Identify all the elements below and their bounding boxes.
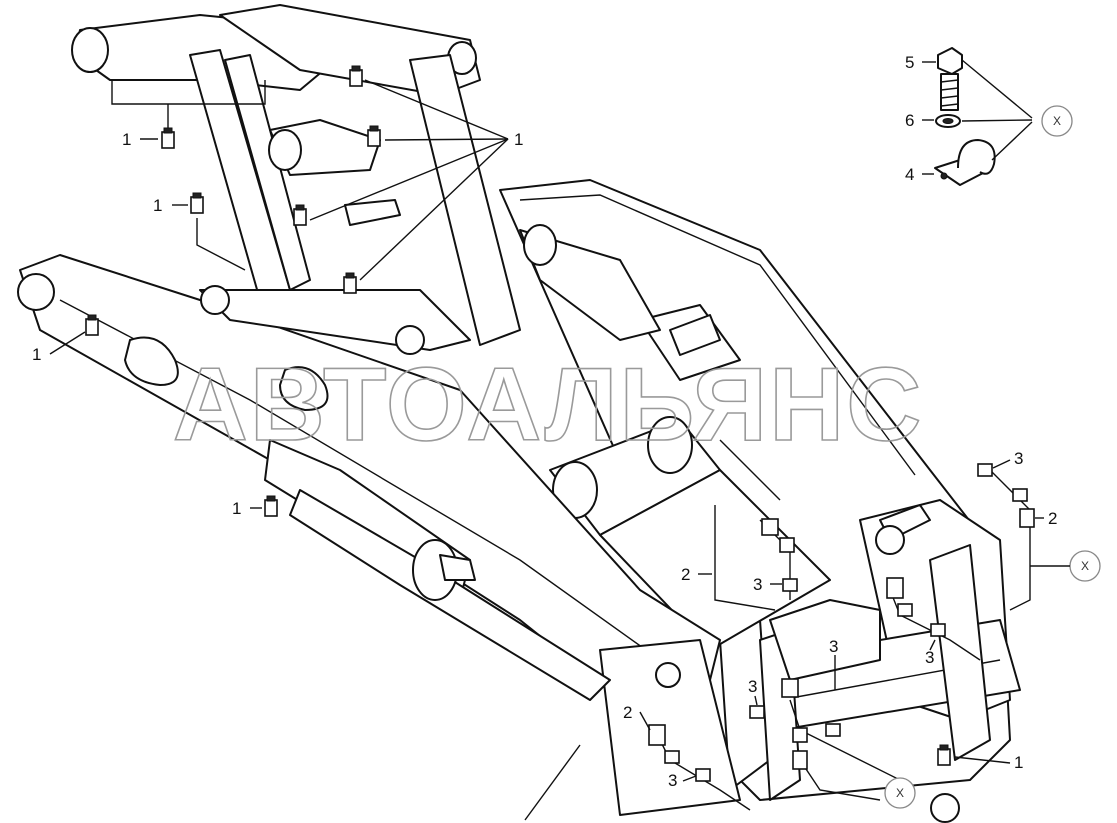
connector-right-top	[977, 463, 993, 477]
fitting-upper-c	[293, 204, 307, 226]
fitting-upper-d	[343, 272, 357, 294]
connector-center-sleeve	[781, 678, 799, 698]
tilt-cylinder	[264, 439, 611, 821]
connector-center-sleeve2	[792, 750, 808, 770]
connector-center-elbow	[792, 727, 808, 743]
connector-center-nut2	[825, 723, 841, 737]
fitting-upper-b	[367, 125, 381, 147]
detail-x-clamp	[922, 47, 1033, 186]
callout-1-top-right: 1	[514, 130, 523, 149]
fitting-frame-bottom	[937, 744, 951, 766]
callout-2-bottom: 2	[623, 703, 632, 722]
callout-2-right: 2	[1048, 509, 1057, 528]
svg-text:X: X	[896, 786, 904, 800]
fitting-top-left	[161, 127, 175, 149]
watermark-text: АВТОАЛЬЯНС	[173, 347, 924, 463]
callout-5-detail: 5	[905, 53, 914, 72]
connector-bottom-nut	[664, 750, 680, 764]
callout-leaders	[49, 79, 1044, 782]
callout-3-frame: 3	[925, 648, 934, 667]
connector-bottom-sleeve	[648, 724, 666, 746]
callout-1-top-left: 1	[122, 130, 131, 149]
callout-3-bottom: 3	[668, 771, 677, 790]
z-bar-linkage	[71, 4, 661, 355]
grease-fittings	[85, 65, 1035, 782]
connector-mid-elbow	[779, 537, 795, 553]
connector-mid-nut	[782, 578, 798, 592]
connector-frame-nut	[897, 603, 913, 617]
connector-center-nut	[749, 705, 765, 719]
callout-labels: 1 1 1 1 1 1 2 2 2 3 3 3 3 3 3 5 6 4	[32, 53, 1057, 790]
callout-3-lower: 3	[748, 677, 757, 696]
fitting-cylinder-base	[264, 495, 278, 517]
svg-text:X: X	[1053, 114, 1061, 128]
callout-4-detail: 4	[905, 165, 914, 184]
connector-frame-nut2	[930, 623, 946, 637]
ref-marker-right: X	[1030, 550, 1101, 582]
detail-x-marker: X	[1041, 105, 1073, 137]
callout-3-center: 3	[829, 637, 838, 656]
callout-2-mid: 2	[681, 565, 690, 584]
connector-mid-sleeve	[761, 518, 779, 536]
callout-1-left-arm: 1	[32, 345, 41, 364]
connector-right-sleeve	[1019, 508, 1035, 528]
ref-marker-bottom: X	[884, 777, 916, 809]
connector-right-elbow	[1012, 488, 1028, 502]
svg-text:X: X	[1081, 559, 1089, 573]
callout-3-right: 3	[1014, 449, 1023, 468]
callout-1-upper-mid: 1	[153, 196, 162, 215]
fitting-upper-a	[349, 65, 363, 87]
fitting-left-link	[190, 192, 204, 214]
callout-6-detail: 6	[905, 111, 914, 130]
connector-bottom-nut2	[695, 768, 711, 782]
connector-frame-sleeve	[886, 577, 904, 599]
fitting-boom-pin	[85, 314, 99, 336]
callout-1-cylinder: 1	[232, 499, 241, 518]
callout-1-bottom-right: 1	[1014, 753, 1023, 772]
callout-3-mid: 3	[753, 575, 762, 594]
